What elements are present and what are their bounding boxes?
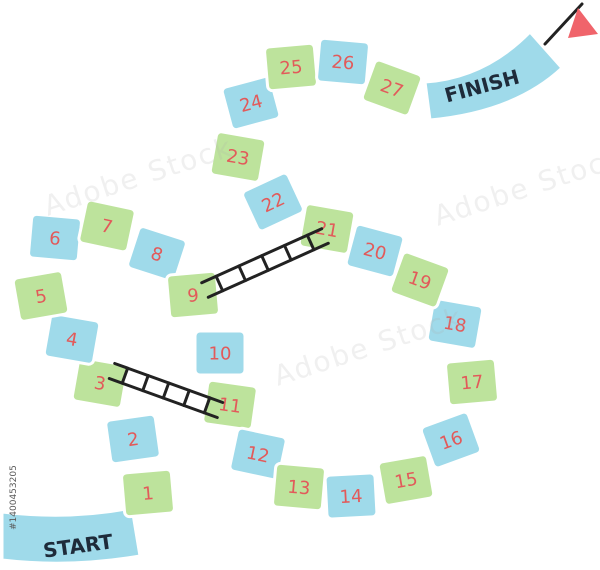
ladder-rung <box>120 366 130 385</box>
square-number: 6 <box>48 228 61 250</box>
board-square: 6 <box>27 212 83 264</box>
board-square: 1 <box>120 467 176 519</box>
square-tile <box>220 74 282 132</box>
board-square: 22 <box>241 171 305 233</box>
board-square: 14 <box>323 471 379 521</box>
board-square: 7 <box>77 198 137 254</box>
finish-flag-icon <box>543 2 598 46</box>
square-number: 7 <box>99 216 115 239</box>
square-number: 4 <box>64 329 79 352</box>
square-number: 12 <box>244 442 271 467</box>
square-number: 13 <box>287 477 312 500</box>
ladder-rung <box>237 264 247 283</box>
board-square: 25 <box>263 41 319 93</box>
square-tile <box>444 356 500 408</box>
board-square: 2 <box>104 412 162 466</box>
board-square: 4 <box>42 312 102 366</box>
finish-banner: FINISH <box>423 29 565 122</box>
ladder-rung <box>141 374 150 393</box>
board-square: 8 <box>126 225 188 283</box>
ladder-rung <box>283 243 293 262</box>
square-number: 15 <box>393 469 419 494</box>
square-tile <box>228 426 288 482</box>
square-tile <box>263 41 319 93</box>
board-square: 3 <box>70 356 130 410</box>
board-square: 16 <box>419 410 483 470</box>
board-square: 11 <box>201 378 259 432</box>
square-number: 17 <box>460 372 485 395</box>
ladder-rung <box>214 274 225 293</box>
square-tile <box>208 130 268 184</box>
square-number: 9 <box>186 285 199 307</box>
board-square: 10 <box>193 329 247 377</box>
square-tile <box>120 467 176 519</box>
ladder-icon <box>107 361 225 420</box>
ladders <box>107 227 330 420</box>
square-tile <box>425 297 485 351</box>
square-tile <box>315 36 371 88</box>
square-number: 3 <box>92 373 107 396</box>
board-square: 19 <box>388 250 452 310</box>
board-square: 17 <box>444 356 500 408</box>
board-square: 23 <box>208 130 268 184</box>
square-number: 1 <box>141 483 154 505</box>
square-tile <box>193 329 247 377</box>
square-number: 11 <box>217 394 243 418</box>
ladder-rung <box>260 254 270 272</box>
square-tile <box>77 198 137 254</box>
square-number: 5 <box>34 286 49 309</box>
square-tile <box>297 202 357 256</box>
square-number: 18 <box>442 313 468 338</box>
square-number: 2 <box>126 429 140 451</box>
board-square: 21 <box>297 202 357 256</box>
square-tile <box>126 225 188 283</box>
square-tile <box>419 410 483 470</box>
square-number: 10 <box>209 344 232 365</box>
board-square: 5 <box>11 269 71 323</box>
board-square: 15 <box>376 453 436 507</box>
ladder-rung <box>202 396 212 415</box>
square-number: 25 <box>279 57 304 80</box>
square-tile <box>271 461 327 513</box>
ladder-rung <box>161 381 171 400</box>
square-tile <box>104 412 162 466</box>
ladder-icon <box>200 227 330 299</box>
board-square: 20 <box>344 222 406 280</box>
ladder-rung <box>182 388 191 407</box>
board-square: 24 <box>220 74 282 132</box>
board-square: 12 <box>228 426 288 482</box>
board-square: 26 <box>315 36 371 88</box>
square-tile <box>241 171 305 233</box>
square-tile <box>70 356 130 410</box>
square-number: 14 <box>339 486 363 508</box>
square-tile <box>11 269 71 323</box>
board-square: 13 <box>271 461 327 513</box>
square-tile <box>360 58 424 118</box>
square-tile <box>376 453 436 507</box>
square-tile <box>323 471 379 521</box>
square-tile <box>42 312 102 366</box>
square-number: 26 <box>331 52 356 75</box>
square-number: 23 <box>225 146 251 171</box>
start-banner: START <box>0 506 142 565</box>
board-square: 18 <box>425 297 485 351</box>
ladder-rung <box>305 233 316 252</box>
board-square: 27 <box>360 58 424 118</box>
